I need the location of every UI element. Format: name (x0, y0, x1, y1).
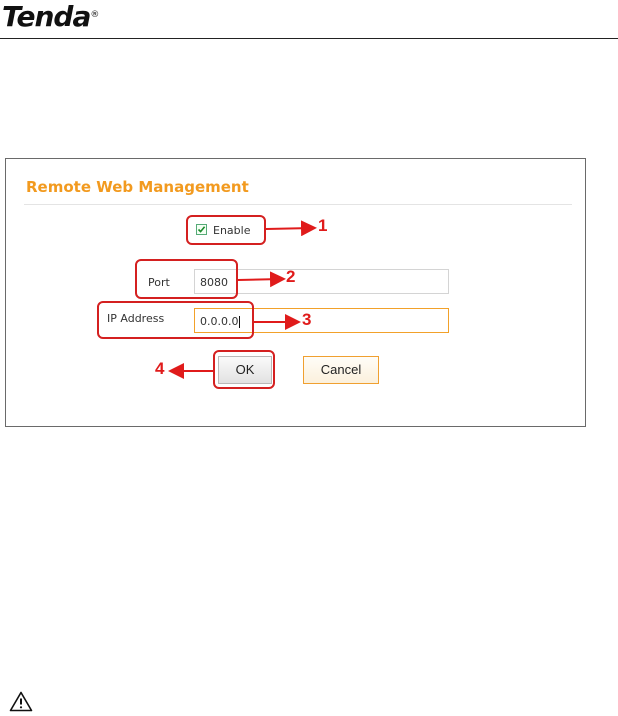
callout-number-1: 1 (318, 216, 327, 236)
callout-number-2: 2 (286, 267, 295, 287)
red-arrow-icon (6, 159, 587, 428)
registered-mark: ® (90, 10, 98, 20)
callout-number-4: 4 (155, 359, 164, 379)
remote-web-management-screenshot: Remote Web Management Enable Port 8080 I… (5, 158, 586, 427)
brand-logo: Tenda® (2, 0, 98, 33)
callout-number-3: 3 (302, 310, 311, 330)
warning-triangle-icon (9, 691, 33, 712)
brand-name: Tenda (2, 0, 90, 33)
header-divider (0, 38, 618, 39)
